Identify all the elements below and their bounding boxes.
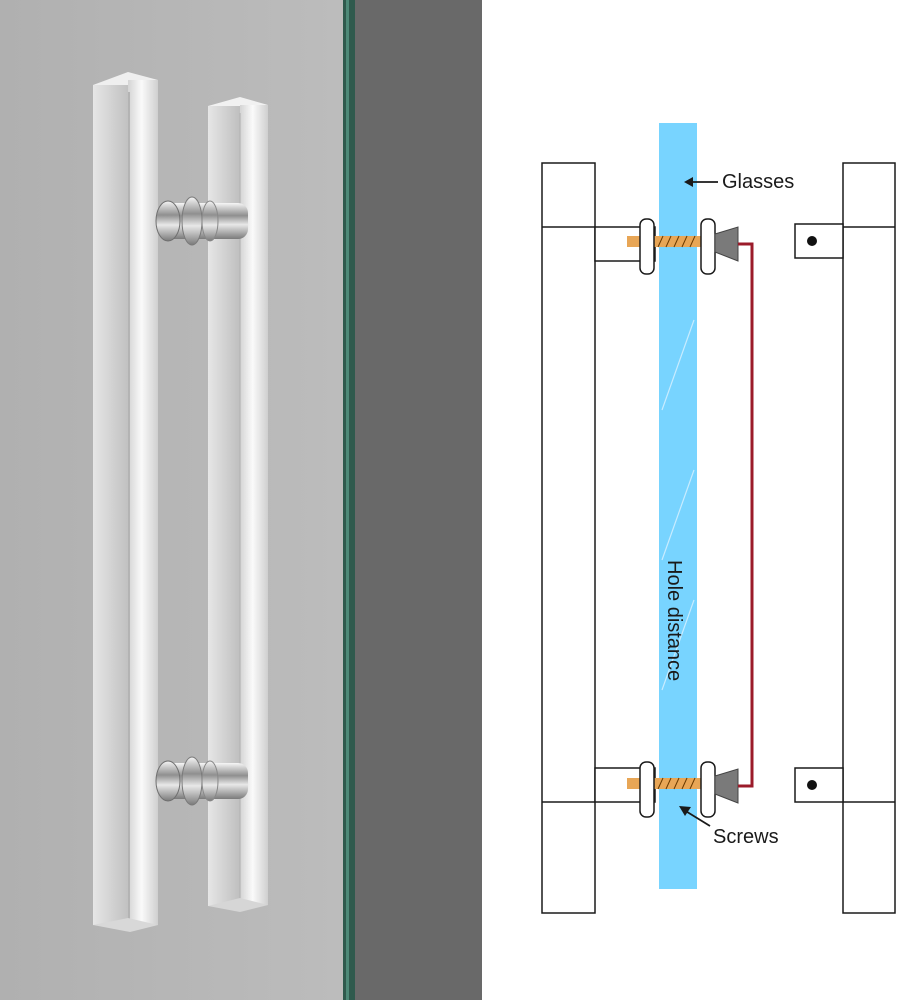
glass-pane [659, 123, 697, 889]
right-handle-outline [794, 162, 896, 914]
bottom-screw-assembly [627, 761, 739, 818]
glasses-arrow-icon [684, 177, 718, 187]
handle-photo-illustration [0, 0, 482, 1000]
glass-edge-highlight [346, 0, 349, 1000]
wall-background [0, 0, 343, 1000]
top-screw-assembly [627, 218, 739, 275]
left-handle-outline [541, 162, 656, 914]
bottom-standoff [155, 756, 248, 806]
hole-distance-label: Hole distance [663, 560, 685, 682]
front-bar [93, 72, 158, 932]
installation-diagram-svg [541, 123, 896, 914]
dark-glass-panel [355, 0, 482, 1000]
screws-arrow-icon [679, 806, 711, 827]
top-standoff [155, 196, 248, 246]
glasses-label: Glasses [722, 171, 795, 193]
installation-diagram: Glasses Hole distance Screws [482, 0, 898, 1000]
screws-label: Screws [713, 826, 779, 848]
hole-distance-bracket [738, 242, 754, 788]
right-top-hole [807, 236, 817, 246]
handle-photo [0, 0, 482, 1000]
right-bottom-hole [807, 780, 817, 790]
